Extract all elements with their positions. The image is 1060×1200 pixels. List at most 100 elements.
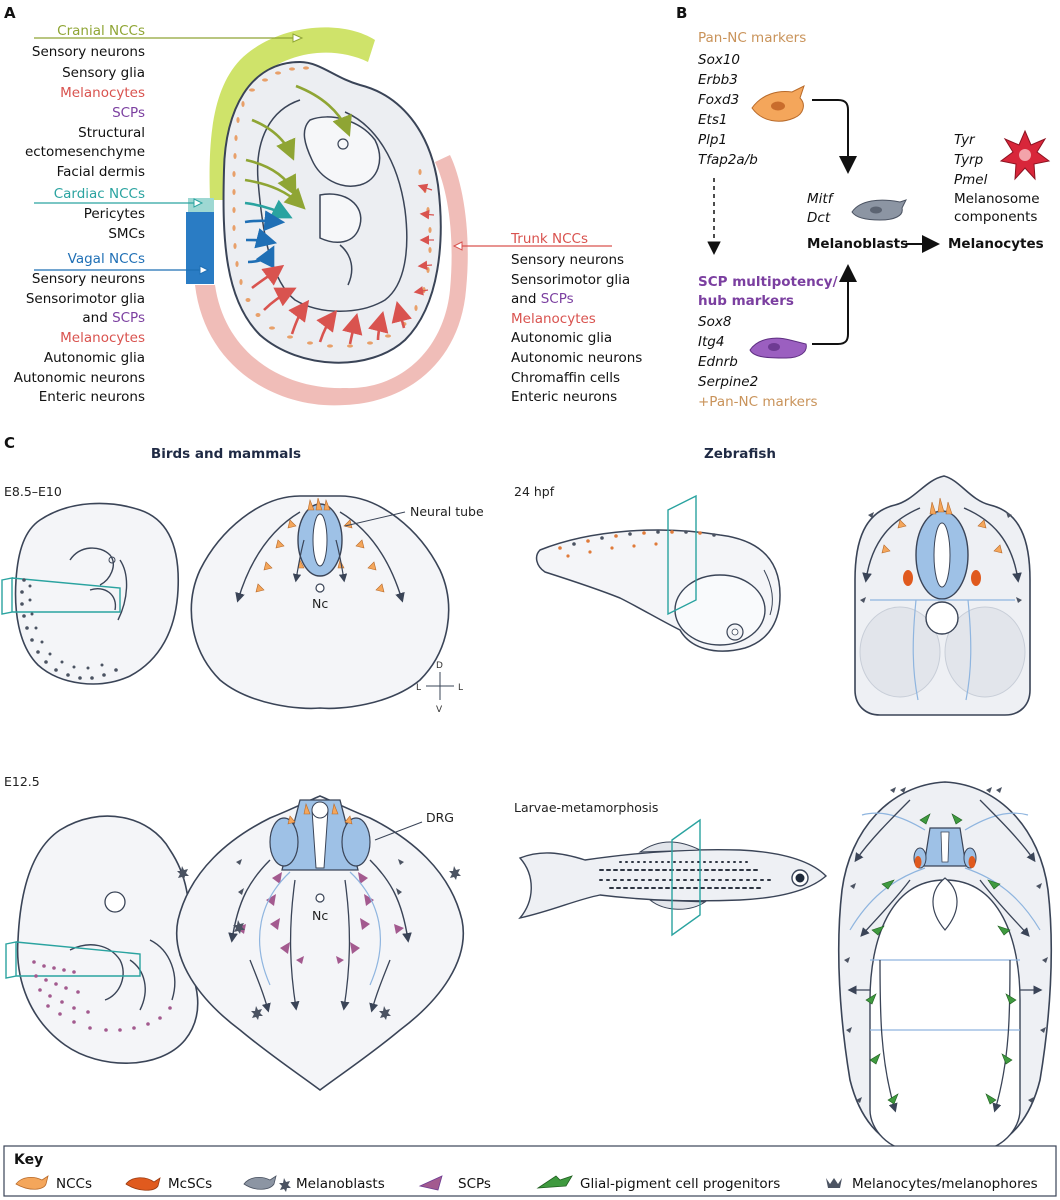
key-item-melanophores: Melanocytes/melanophores <box>826 1176 1038 1192</box>
panel-b: B Pan-NC markers Sox10 Erbb3 Foxd3 Ets1 … <box>676 4 1051 410</box>
drg-label: DRG <box>426 810 454 825</box>
vagal-melanocytes: Melanocytes <box>60 330 145 346</box>
cranial-item: Facial dermis <box>57 164 145 180</box>
axis-v: V <box>436 705 443 715</box>
zebrafish-section-early <box>854 475 1031 716</box>
melanoblast-icon <box>243 1175 277 1190</box>
ncc-icon <box>15 1175 49 1190</box>
melanocyte-cell-icon <box>999 129 1051 181</box>
trunk-and-scps: and SCPs <box>511 291 574 307</box>
otic-vesicle <box>337 138 349 150</box>
mb-gene: Mitf <box>807 191 835 207</box>
mouse-section-early: Neural tube Nc D V L L <box>190 495 484 715</box>
svg-text:NCCs: NCCs <box>56 1176 92 1192</box>
key-panel: Key NCCs McSCs Melanoblasts SCPs Glial-p… <box>3 1145 1057 1197</box>
svg-text:Glial-pigment cell progenitors: Glial-pigment cell progenitors <box>580 1176 780 1192</box>
trunk-item: Chromaffin cells <box>511 370 620 386</box>
key-item-glial-pigment: Glial-pigment cell progenitors <box>536 1175 780 1192</box>
stage-e12-label: E12.5 <box>4 774 40 789</box>
scp-to-mb-arrow <box>812 264 857 345</box>
cranial-scps: SCPs <box>112 105 145 121</box>
key-item-melanoblasts: Melanoblasts <box>243 1175 385 1192</box>
trunk-title: Trunk NCCs <box>510 231 588 247</box>
axis-l-left: L <box>416 683 421 693</box>
melanoblasts-label: Melanoblasts <box>807 236 908 252</box>
cranial-item: Structural <box>78 125 145 141</box>
embryo-inner-outline <box>256 99 408 312</box>
trunk-item: Autonomic glia <box>511 330 612 346</box>
vagal-and-scps: and SCPs <box>82 310 145 326</box>
cranial-item: ectomesenchyme <box>25 144 145 160</box>
embryo-heart-bulge <box>319 193 362 243</box>
cranial-title: Cranial NCCs <box>57 23 145 39</box>
axis-indicator <box>426 672 454 700</box>
vagal-item: Autonomic neurons <box>14 370 145 386</box>
melanoblast-star-icon <box>279 1178 291 1192</box>
cardiac-band <box>188 198 214 212</box>
vagal-item: Enteric neurons <box>39 389 145 405</box>
embryo-fold <box>339 244 353 286</box>
pan-gene: Tfap2a/b <box>698 152 758 168</box>
vagal-item: Autonomic glia <box>44 350 145 366</box>
cranial-band <box>209 27 375 200</box>
svg-text:Melanocytes/melanophores: Melanocytes/melanophores <box>852 1176 1038 1192</box>
mc-gene: Tyr <box>954 132 976 148</box>
key-item-mcscs: McSCs <box>125 1176 212 1192</box>
scp-extra: +Pan-NC markers <box>698 394 818 410</box>
pan-gene: Ets1 <box>698 112 727 128</box>
scp-title: SCP multipotency/ <box>698 274 838 290</box>
svg-text:SCPs: SCPs <box>458 1176 491 1192</box>
mc-extra: Melanosome <box>954 191 1040 207</box>
neural-tube-label: Neural tube <box>410 504 484 519</box>
stage-24hpf-label: 24 hpf <box>514 484 555 499</box>
panel-letter-b: B <box>676 4 687 22</box>
cranial-melanocytes: Melanocytes <box>60 85 145 101</box>
notochord-label-early: Nc <box>312 596 328 611</box>
key-box <box>3 1145 1057 1197</box>
svg-text:McSCs: McSCs <box>168 1176 212 1192</box>
key-item-nccs: NCCs <box>15 1175 92 1192</box>
zebrafish-embryo <box>535 494 781 652</box>
melanophore-icon <box>826 1178 842 1188</box>
glial-pigment-cells <box>865 813 1017 1105</box>
panel-a: A <box>4 4 642 406</box>
scp-gene: Serpine2 <box>698 374 758 390</box>
key-title: Key <box>14 1152 43 1168</box>
fish-ncc-row <box>558 530 716 558</box>
zebrafish-title: Zebrafish <box>704 446 776 462</box>
zebrafish-section-late <box>837 781 1053 1173</box>
pan-gene: Sox10 <box>698 52 740 68</box>
key-item-scps: SCPs <box>418 1175 491 1192</box>
mc-gene: Tyrp <box>954 152 983 168</box>
panel-letter-c: C <box>4 434 15 452</box>
mcsc-icon <box>125 1177 161 1191</box>
trunk-melanocytes: Melanocytes <box>511 311 596 327</box>
stage-larvae-label: Larvae-metamorphosis <box>514 800 658 815</box>
pan-gene: Plp1 <box>698 132 727 148</box>
vagal-item: Sensory neurons <box>32 271 145 287</box>
scp-gene: Ednrb <box>698 354 738 370</box>
mc-gene: Pmel <box>954 172 988 188</box>
trunk-item: Autonomic neurons <box>511 350 642 366</box>
vagal-title: Vagal NCCs <box>68 251 145 267</box>
migration-arrows <box>244 84 412 345</box>
cardiac-item: SMCs <box>108 226 145 242</box>
mouse-embryo-early <box>1 502 180 685</box>
melanocytes-label: Melanocytes <box>948 236 1044 252</box>
zebrafish-adult <box>518 818 828 937</box>
mb-gene: Dct <box>807 210 831 226</box>
cardiac-title: Cardiac NCCs <box>54 186 145 202</box>
cranial-item: Sensory glia <box>62 65 145 81</box>
axis-l-right: L <box>458 683 463 693</box>
trunk-item: Sensorimotor glia <box>511 272 630 288</box>
pan-to-mb-arrow <box>812 99 857 174</box>
mouse-embryo-late <box>5 815 199 1064</box>
late-melanoblast-stars <box>177 866 461 1020</box>
trunk-item: Enteric neurons <box>511 389 617 405</box>
vagal-item: Sensorimotor glia <box>26 291 145 307</box>
glial-pigment-icon <box>536 1175 573 1189</box>
scp-title: hub markers <box>698 293 794 309</box>
mc-extra: components <box>954 209 1037 225</box>
melanophore-rows <box>844 787 1048 1103</box>
